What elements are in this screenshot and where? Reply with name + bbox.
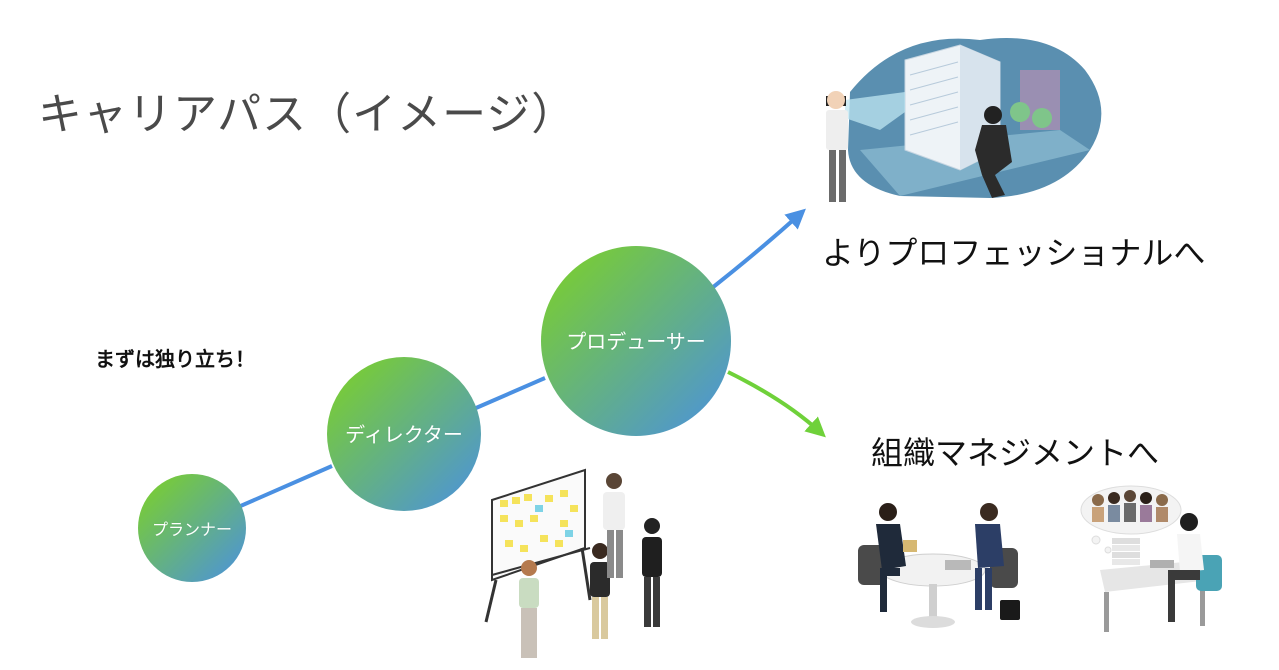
- node-planner: [138, 474, 246, 582]
- stage-label-planner: プランナー: [151, 520, 233, 539]
- node-producer: [541, 246, 731, 436]
- connector-planner-director: [235, 464, 333, 510]
- stage-label-producer: プロデューサー: [566, 329, 706, 354]
- meeting-illustration: [858, 503, 1020, 628]
- first-step-note: まずは独り立ち！: [95, 347, 255, 371]
- manager-illustration: [1080, 485, 1222, 632]
- arrow-to-management: [727, 370, 826, 438]
- node-director: [327, 357, 481, 511]
- destination-professional: よりプロフェッショナルへ: [822, 234, 1206, 272]
- team-whiteboard-illustration: [484, 468, 662, 658]
- professional-illustration: [826, 38, 1102, 202]
- connector-director-producer: [475, 376, 546, 410]
- destination-management: 組織マネジメントへ: [871, 434, 1160, 472]
- stage-label-director: ディレクター: [345, 422, 463, 447]
- arrow-to-professional: [710, 208, 806, 290]
- page-title: キャリアパス（イメージ）: [38, 89, 577, 140]
